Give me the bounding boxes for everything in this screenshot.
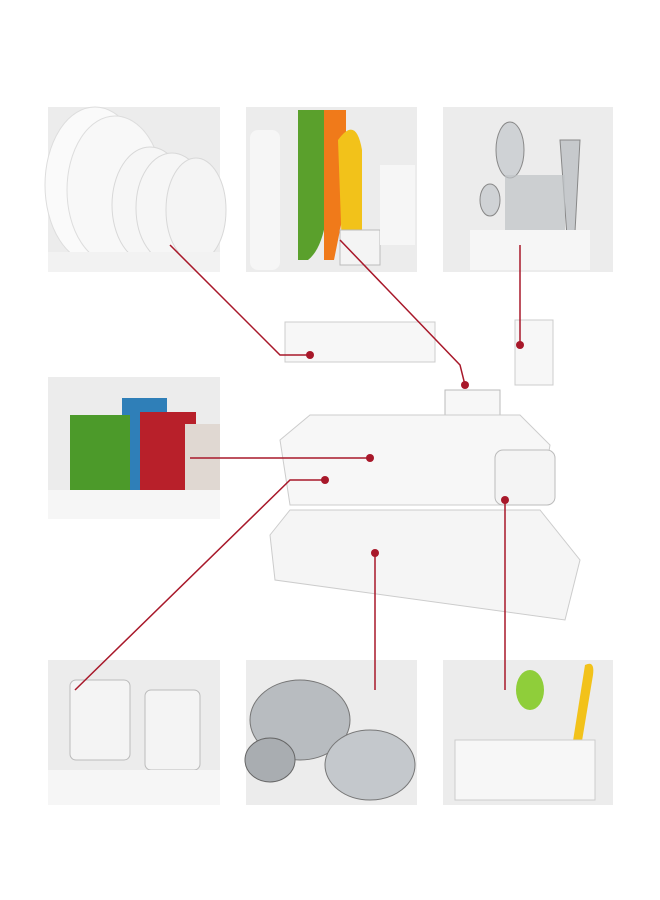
photo-knives — [246, 107, 417, 272]
photo-pots — [244, 660, 417, 805]
callout-dots — [306, 341, 524, 557]
rack-parts — [269, 319, 581, 621]
photo-utensils — [443, 660, 613, 805]
photo-cutlery — [443, 107, 613, 272]
photo-glasses — [48, 660, 220, 805]
photo-cups — [48, 377, 220, 519]
photo-plates — [44, 106, 227, 272]
callout-lines — [74, 239, 521, 691]
